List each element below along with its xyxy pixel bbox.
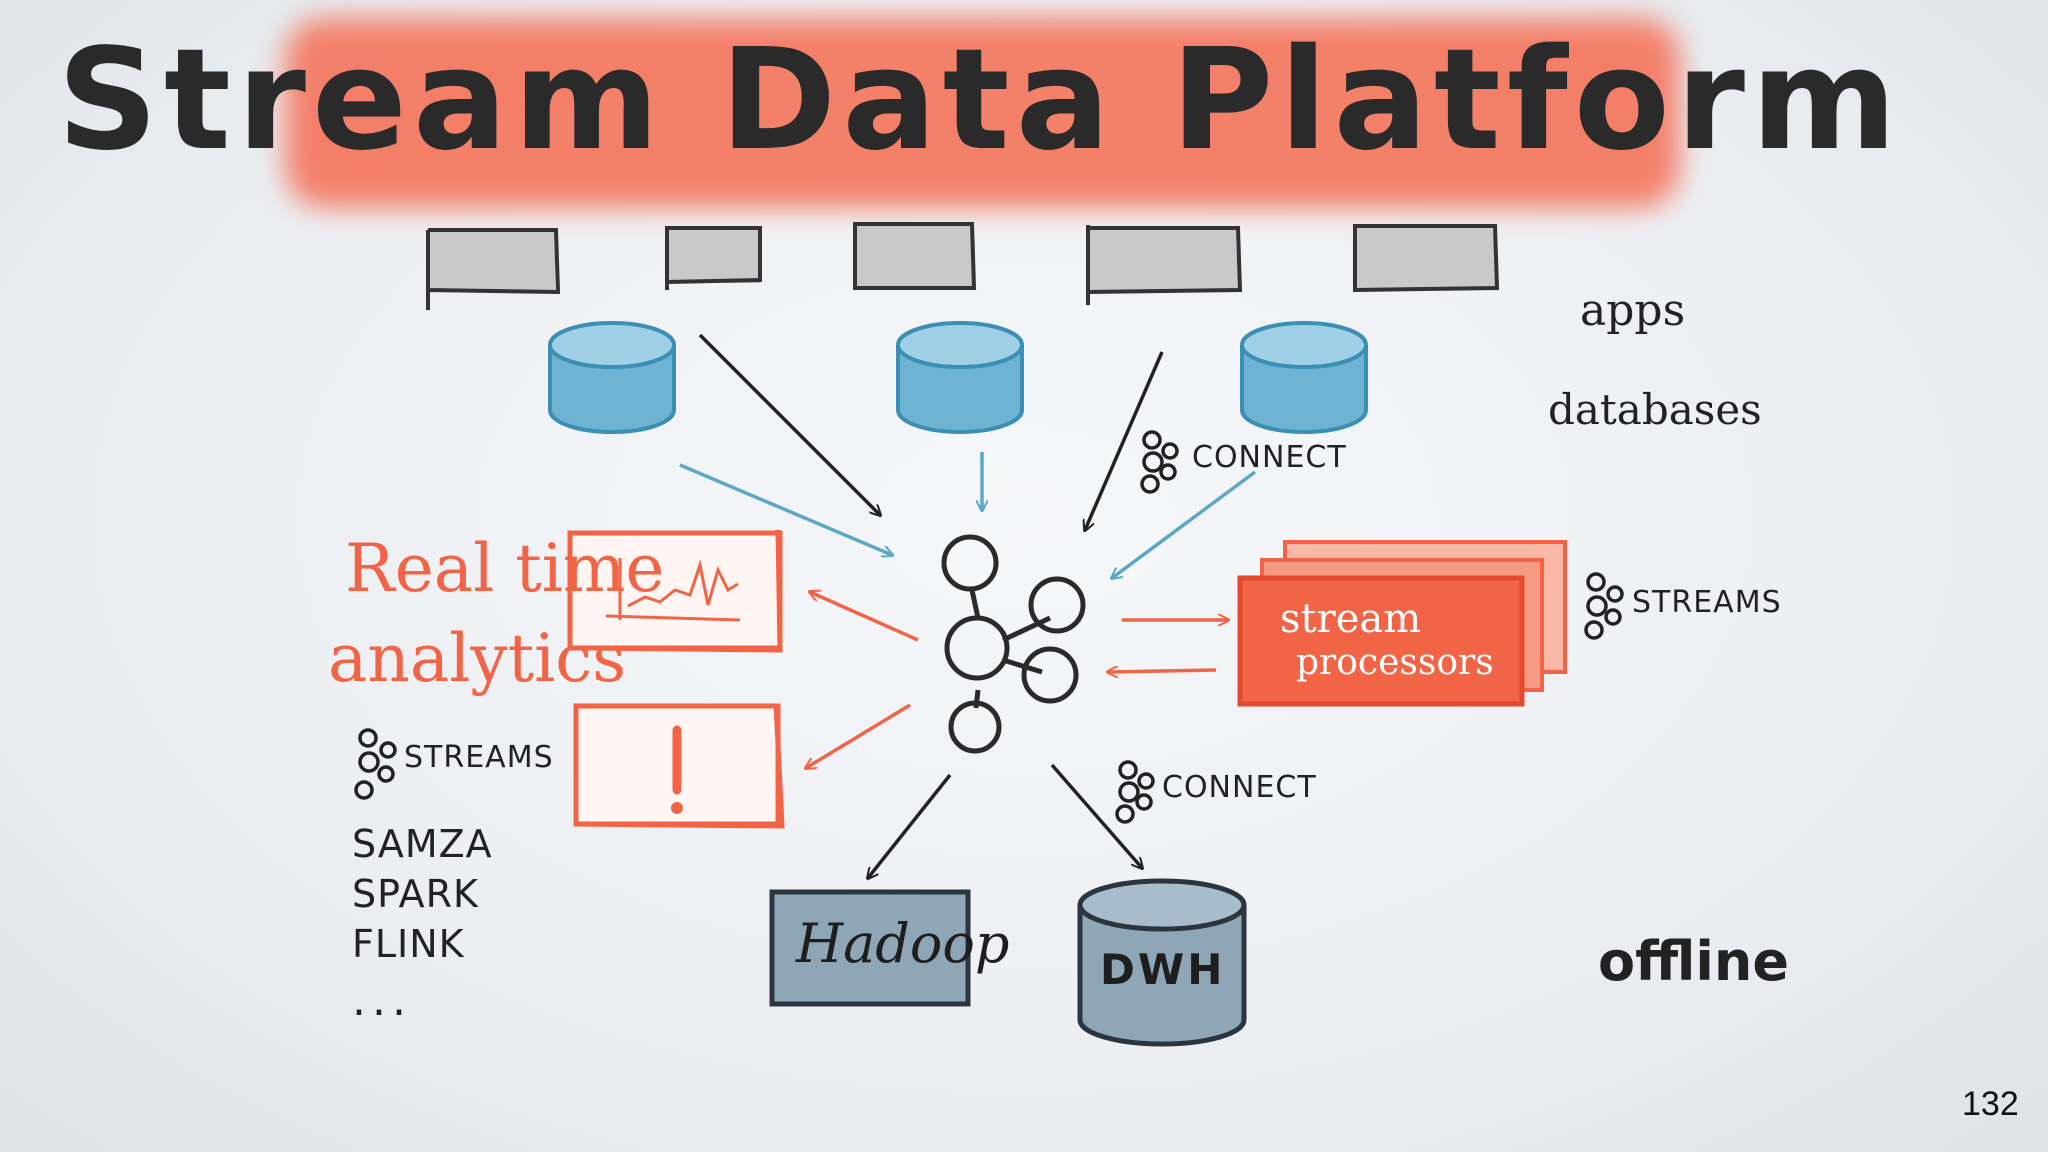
app-box-3 [853, 222, 977, 290]
stream-processors-label-line1: stream [1280, 596, 1422, 642]
arrow-kafka-to-dwh [1050, 763, 1142, 868]
arrow-app-to-kafka-2 [1085, 351, 1164, 530]
arrow-db-to-kafka-1 [679, 463, 892, 555]
arrow-kafka-to-alert [806, 703, 911, 768]
app-box-1 [426, 228, 561, 310]
dwh-label: DWH [1100, 945, 1226, 994]
slide-title: Stream Data Platform [57, 18, 1903, 182]
streams-tag-left: STREAMS [404, 740, 554, 775]
connect-tag-bottom: CONNECT [1162, 770, 1317, 805]
tool-samza: SAMZA [352, 822, 493, 866]
kafka-logo-icon [941, 534, 1086, 754]
kafka-tag-icon-connect-top [1140, 430, 1179, 494]
app-box-4 [1086, 225, 1243, 305]
kafka-tag-icon-streams-left [354, 728, 397, 800]
slide-number: 132 [1962, 1085, 2019, 1123]
realtime-label-line2: analytics [328, 620, 627, 697]
tool-flink: FLINK [352, 922, 465, 966]
kafka-tag-icon-streams-right [1584, 572, 1624, 640]
stream-processors-stack [1237, 540, 1567, 707]
arrow-db-to-kafka-3 [1112, 470, 1257, 578]
line-chart-icon [605, 558, 741, 622]
arrow-processors-to-kafka [1108, 670, 1217, 672]
kafka-tag-icon-connect-bottom [1115, 760, 1155, 824]
arrow-kafka-to-hadoop [868, 773, 952, 878]
title-highlight [285, 18, 1680, 208]
app-box-5 [1353, 224, 1500, 292]
database-cylinder-2 [896, 321, 1024, 434]
realtime-label-line1: Real time [345, 530, 665, 607]
streams-tag-right: STREAMS [1632, 585, 1782, 620]
database-cylinder-1 [548, 321, 676, 434]
tool-more: ... [352, 975, 412, 1026]
tool-spark: SPARK [352, 872, 479, 916]
exclamation-icon [671, 725, 683, 814]
databases-label: databases [1548, 385, 1762, 434]
app-box-2 [665, 226, 762, 290]
connect-tag-top: CONNECT [1192, 440, 1347, 475]
arrow-kafka-to-dashboard [810, 592, 919, 642]
apps-label: apps [1580, 285, 1686, 336]
arrow-app-to-kafka-1 [698, 333, 880, 515]
hadoop-box [769, 889, 971, 1007]
offline-label: offline [1598, 930, 1789, 993]
hadoop-label: Hadoop [796, 912, 1010, 975]
stream-processors-label-line2: processors [1296, 642, 1494, 683]
database-cylinder-3 [1240, 321, 1368, 434]
dwh-cylinder [1077, 878, 1247, 1047]
